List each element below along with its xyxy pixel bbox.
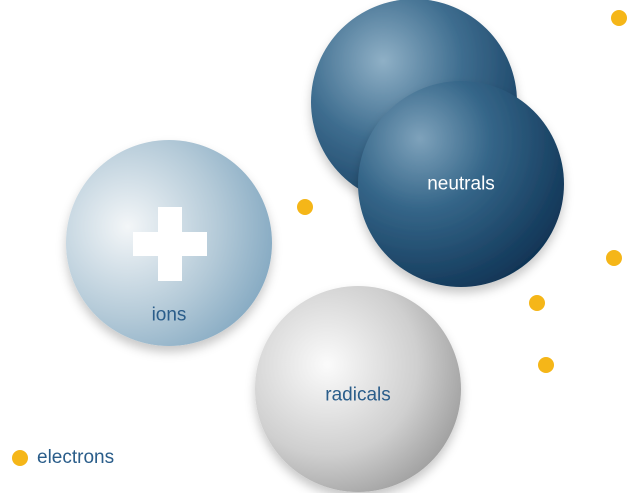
plus-icon [133,207,207,281]
electron-dot [297,199,313,215]
neutrals-label: neutrals [427,173,495,195]
electrons-group [297,10,627,373]
electron-dot [529,295,545,311]
electron-legend-dot [12,449,28,466]
neutral-sphere-front [358,81,564,287]
electron-dot [538,357,554,373]
radical-sphere [255,286,461,492]
electron-dot [606,250,622,266]
radicals-label: radicals [325,384,391,406]
electron-dot [611,10,627,26]
legend: electrons [12,448,114,467]
ions-label: ions [151,304,187,326]
legend-label: electrons [37,447,115,468]
